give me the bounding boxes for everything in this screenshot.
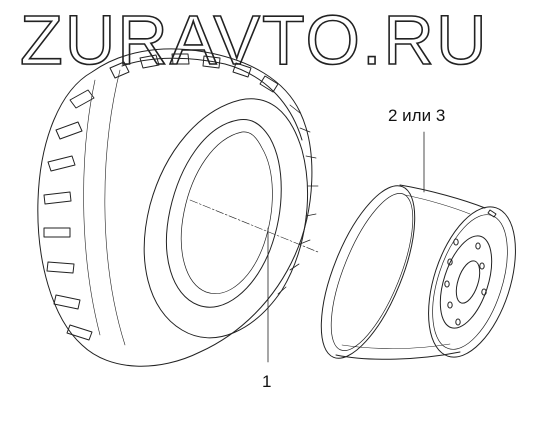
tire-outline	[37, 48, 313, 367]
watermark-logo: ZURAVTO.RU	[19, 0, 489, 80]
callout-tire: 1	[262, 372, 272, 391]
tire-bead	[166, 119, 282, 308]
tire-sidewall	[143, 98, 309, 339]
tire	[37, 48, 319, 367]
tire-shoulder	[121, 57, 303, 141]
callout-rim: 2 или 3	[388, 106, 446, 125]
wheel-rim	[320, 131, 516, 360]
